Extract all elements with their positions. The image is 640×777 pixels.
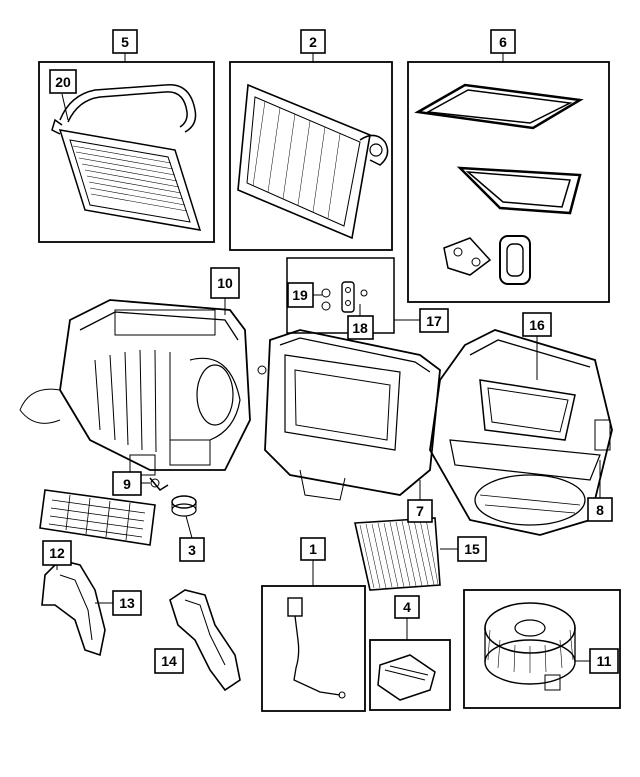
grommet-illustration [171, 495, 197, 517]
svg-text:14: 14 [161, 653, 177, 669]
svg-text:20: 20 [55, 74, 71, 90]
svg-text:8: 8 [596, 502, 604, 518]
callout-16: 16 [522, 312, 552, 337]
leader-lines [56, 53, 601, 662]
callout-8: 8 [587, 497, 613, 522]
svg-text:3: 3 [188, 542, 196, 558]
svg-text:7: 7 [416, 503, 424, 519]
svg-text:2: 2 [309, 34, 317, 50]
duct-right-illustration [169, 589, 241, 692]
callout-4: 4 [394, 595, 420, 619]
heater-core-illustration [51, 83, 202, 231]
blower-motor-illustration [484, 602, 576, 691]
group-box-1 [261, 585, 366, 712]
callout-9: 9 [112, 471, 142, 496]
callout-2: 2 [300, 29, 326, 54]
duct-left-illustration [41, 559, 106, 657]
svg-text:11: 11 [597, 653, 612, 669]
expansion-valve-kit-illustration [321, 281, 368, 313]
svg-text:17: 17 [426, 313, 442, 329]
callout-12: 12 [42, 540, 72, 566]
callout-13: 13 [112, 590, 142, 616]
callout-20: 20 [49, 69, 77, 94]
seal-kit-illustration [414, 83, 584, 285]
wire-harness-illustration [287, 597, 346, 699]
svg-text:16: 16 [529, 317, 545, 333]
callout-18: 18 [347, 315, 374, 340]
hvac-housing-illustration [19, 299, 251, 476]
group-box-6 [407, 61, 610, 303]
evaporator-illustration [237, 83, 389, 240]
group-box-5 [38, 61, 215, 243]
svg-text:4: 4 [403, 599, 411, 615]
callout-6: 6 [490, 29, 516, 54]
callout-3: 3 [179, 537, 205, 562]
svg-text:5: 5 [121, 34, 129, 50]
sensor-illustration [149, 477, 169, 491]
callout-15: 15 [457, 536, 487, 562]
callout-17: 17 [419, 308, 449, 333]
svg-text:19: 19 [292, 287, 308, 303]
callout-14: 14 [154, 648, 184, 674]
svg-text:13: 13 [119, 595, 135, 611]
callout-5: 5 [112, 29, 138, 54]
callout-11: 11 [589, 648, 619, 674]
cabin-filter-illustration [354, 517, 441, 591]
resistor-illustration [377, 654, 436, 701]
callout-7: 7 [407, 499, 433, 523]
center-housing-illustration [257, 329, 441, 501]
callout-1: 1 [300, 537, 326, 561]
callout-10: 10 [210, 267, 240, 299]
svg-text:18: 18 [352, 320, 368, 336]
blower-housing-illustration [429, 329, 613, 536]
group-box-2 [229, 61, 393, 251]
svg-text:10: 10 [217, 275, 233, 291]
svg-text:9: 9 [123, 476, 131, 492]
group-box-4 [369, 639, 451, 711]
svg-text:1: 1 [309, 541, 317, 557]
svg-text:15: 15 [464, 541, 480, 557]
svg-text:12: 12 [49, 545, 65, 561]
grille-illustration [39, 489, 156, 546]
group-box-11 [463, 589, 621, 709]
svg-text:6: 6 [499, 34, 507, 50]
callout-19: 19 [287, 282, 314, 308]
group-box-17 [286, 257, 395, 334]
